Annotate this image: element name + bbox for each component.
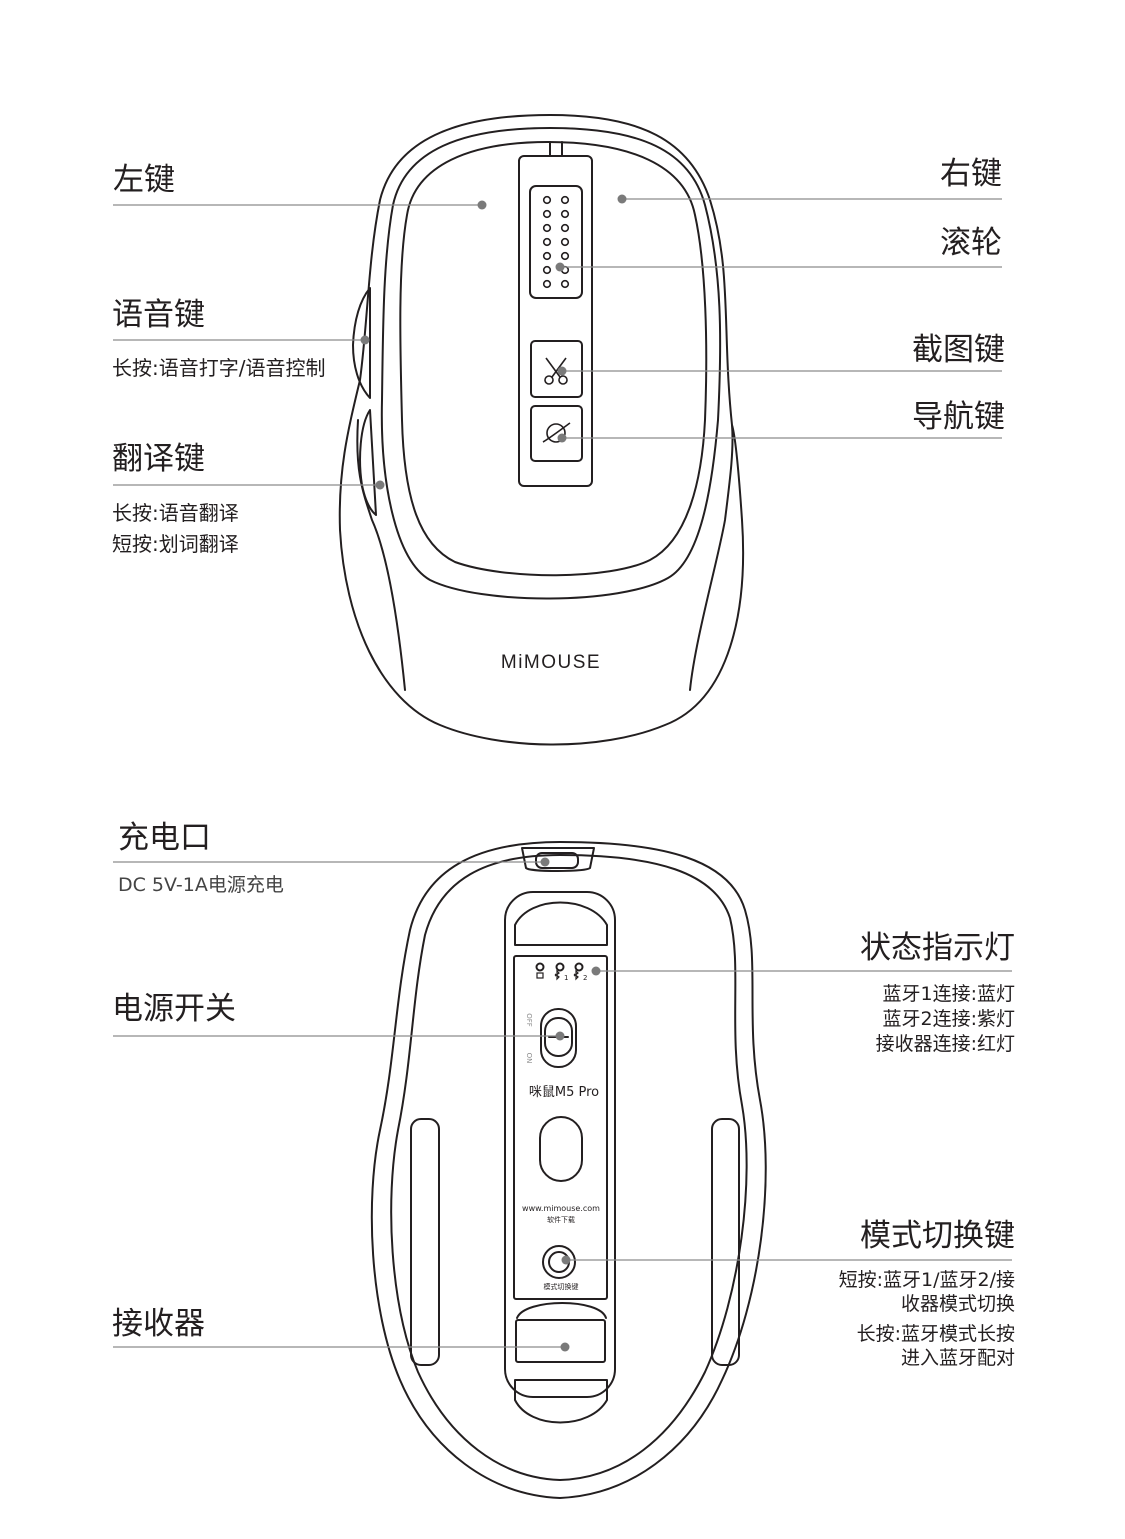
label-mode-switch-key: 模式切换键 [860, 1218, 1015, 1254]
power-switch-slot [540, 1008, 577, 1068]
label-scroll-wheel: 滚轮 [940, 225, 1002, 261]
label-left-key: 左键 [113, 162, 175, 198]
charging-port-housing [521, 847, 595, 872]
label-status-light-desc-2: 蓝牙2连接:紫灯 [882, 1008, 1016, 1030]
sensor-window [539, 1116, 583, 1182]
label-status-light-desc-3: 接收器连接:红灯 [875, 1033, 1015, 1055]
bluetooth-2-icon [573, 969, 579, 981]
globe-icon [542, 422, 571, 443]
mouse-bottom-inner-rim [390, 854, 748, 1481]
label-charging-port-desc: DC 5V-1A电源充电 [118, 874, 284, 896]
label-translate-key: 翻译键 [112, 441, 205, 477]
receiver-slot [515, 1319, 606, 1363]
leader-dots [360, 194, 627, 1352]
screenshot-button [530, 340, 583, 398]
label-translate-desc-2: 短按:划词翻译 [112, 532, 239, 556]
leader-lines [113, 198, 1012, 1348]
bottom-center-plate [504, 891, 616, 1398]
label-charging-port: 充电口 [118, 820, 211, 856]
label-power-switch: 电源开关 [112, 991, 236, 1027]
label-translate-desc-1: 长按:语音翻译 [112, 501, 239, 525]
receiver-mode-icon [536, 972, 544, 979]
mode-switch-button-outer [542, 1245, 576, 1279]
scroll-wheel [529, 185, 583, 299]
power-switch-knob [544, 1017, 573, 1057]
center-channel [518, 155, 593, 487]
mouse-top-outer-shell [338, 114, 745, 746]
bluetooth-1-icon [554, 969, 560, 981]
receiver-slot-frame [516, 1302, 607, 1319]
label-receiver: 接收器 [112, 1306, 205, 1342]
label-right-key: 右键 [940, 156, 1002, 192]
mouse-top-view [338, 114, 745, 746]
label-voice-key: 语音键 [112, 297, 205, 333]
led-light-1 [535, 962, 545, 972]
navigation-button [530, 405, 583, 462]
label-mode-switch-desc-2b: 进入蓝牙配对 [900, 1347, 1015, 1369]
label-mode-switch-desc-1a: 短按:蓝牙1/蓝牙2/接 [838, 1269, 1015, 1291]
model-name: 咪鼠M5 Pro [529, 1085, 599, 1100]
led-mark-1: 1 [564, 974, 568, 982]
mouse-top-inner-rim [380, 127, 722, 600]
side-button-voice [352, 287, 371, 399]
side-button-translate [359, 409, 377, 516]
led-light-2 [555, 962, 565, 972]
brand-logo: MiMOUSE [501, 652, 601, 673]
label-panel [513, 955, 608, 1300]
mouse-bottom-outer-shell [370, 841, 767, 1499]
led-mark-2: 2 [583, 974, 587, 982]
label-mode-switch-desc-2a: 长按:蓝牙模式长按 [856, 1323, 1015, 1345]
label-status-light-desc-1: 蓝牙1连接:蓝灯 [882, 983, 1016, 1005]
right-side-glide-pad [711, 1118, 740, 1366]
switch-off-label: OFF [525, 1013, 533, 1027]
label-voice-key-desc: 长按:语音打字/语音控制 [112, 356, 326, 380]
rear-glide-pad [514, 1379, 608, 1424]
status-light-markers [536, 969, 579, 981]
label-mode-switch-desc-1b: 收器模式切换 [900, 1293, 1015, 1315]
mouse-top-button-area [399, 141, 708, 577]
software-download: 软件下载 [547, 1215, 575, 1224]
scroll-wheel-texture [542, 195, 570, 289]
mode-button-caption: 模式切换键 [544, 1282, 579, 1291]
front-glide-pad [514, 901, 608, 946]
left-side-glide-pad [410, 1118, 440, 1366]
label-status-light: 状态指示灯 [860, 930, 1015, 966]
scissors-icon [544, 357, 568, 385]
website: www.mimouse.com [522, 1204, 600, 1213]
mouse-bottom-view [370, 841, 767, 1499]
charging-port [535, 852, 579, 869]
label-screenshot-key: 截图键 [912, 332, 1005, 368]
switch-on-label: ON [525, 1053, 533, 1064]
label-navigation-key: 导航键 [912, 399, 1005, 435]
grip-left-lower [356, 419, 406, 691]
grip-right-lower [689, 424, 734, 691]
led-light-3 [574, 962, 584, 972]
